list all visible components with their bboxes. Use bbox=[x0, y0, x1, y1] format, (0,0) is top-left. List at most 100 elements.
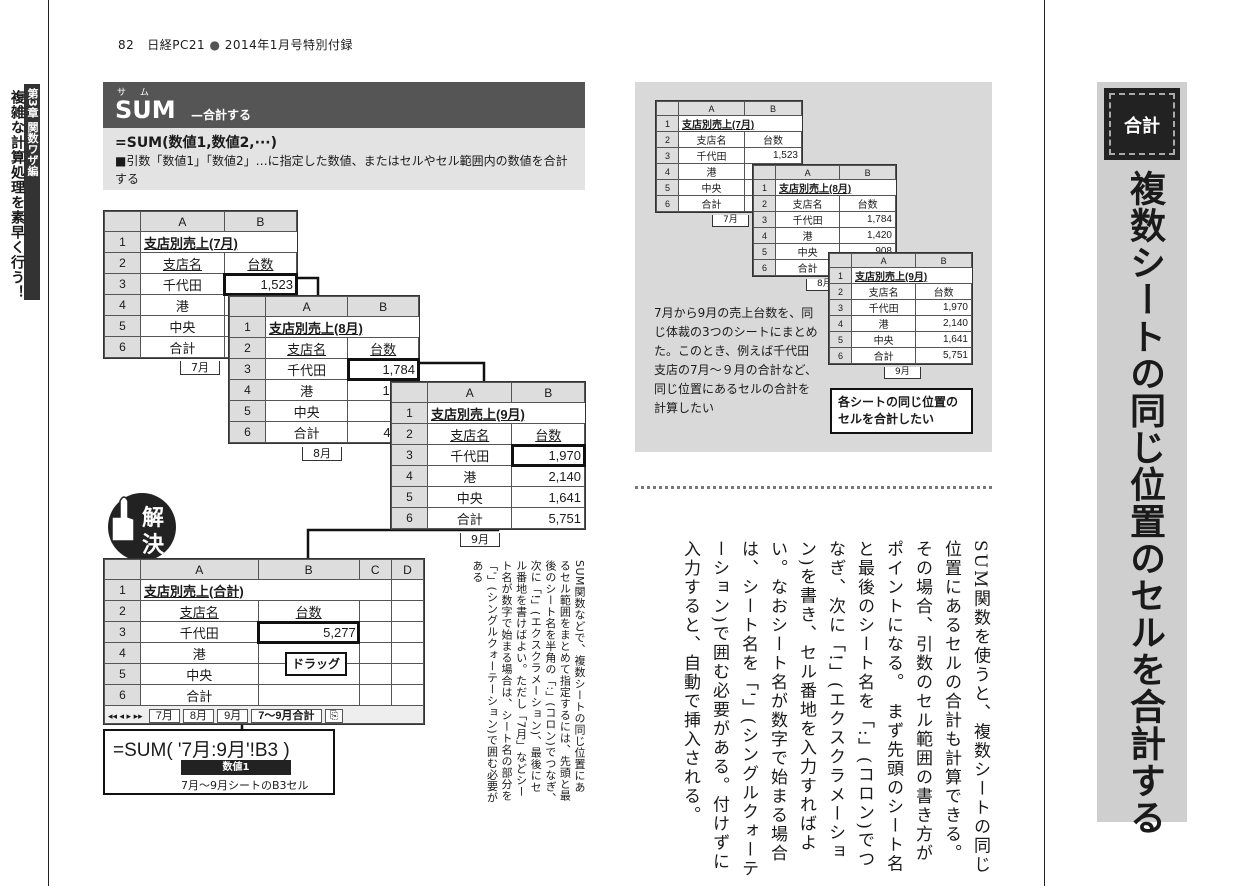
col-header-b: B bbox=[223, 211, 298, 232]
header-branch: 支店名 bbox=[774, 195, 841, 212]
row-header: 3 bbox=[104, 273, 141, 295]
row-header: 5 bbox=[656, 179, 679, 196]
empty-cell bbox=[390, 579, 425, 601]
formula-box: =SUM( '7月:9月'!B3 ) 数値1 7月〜9月シートのB3セル bbox=[103, 729, 335, 795]
value-cell: 5,751 bbox=[915, 347, 972, 364]
value-cell: 1,970 bbox=[915, 299, 972, 316]
drag-label: ドラッグ bbox=[285, 652, 347, 676]
branch-cell: 港 bbox=[426, 465, 513, 487]
row-header: 6 bbox=[104, 684, 141, 706]
function-subtitle: —合計する bbox=[191, 108, 252, 122]
branch-cell: 中央 bbox=[850, 331, 917, 348]
function-description: ■引数「数値1」「数値2」…に指定した数値、またはセルやセル範囲内の数値を合計す… bbox=[115, 154, 568, 186]
empty-cell bbox=[390, 642, 425, 664]
corner-cell bbox=[229, 296, 266, 317]
new-sheet-icon[interactable]: ⎘ bbox=[324, 708, 344, 723]
tab-august[interactable]: 8月 bbox=[182, 708, 215, 723]
header-branch: 支店名 bbox=[678, 131, 745, 148]
row-header: 2 bbox=[229, 337, 266, 359]
corner-cell bbox=[829, 253, 852, 268]
magazine-name: 日経PC21 bbox=[147, 38, 206, 52]
col-header-c: C bbox=[358, 559, 392, 580]
tab-july[interactable]: 7月 bbox=[148, 708, 180, 723]
page-edge-line bbox=[1044, 0, 1045, 886]
sheet-title: 支店別売上(9月) bbox=[427, 402, 585, 424]
header-branch: 支店名 bbox=[850, 283, 917, 300]
tab-total[interactable]: 7〜9月合計 bbox=[251, 708, 322, 723]
row-header: 6 bbox=[229, 421, 266, 443]
row-header: 3 bbox=[391, 444, 428, 466]
branch-cell: 合計 bbox=[678, 195, 745, 212]
sum-value-cell[interactable]: 5,277 bbox=[257, 620, 361, 644]
function-ruby: サム bbox=[117, 88, 163, 98]
header-count: 台数 bbox=[511, 423, 585, 445]
value-cell: 1,523 bbox=[223, 272, 298, 296]
col-header-a: A bbox=[774, 165, 841, 180]
sheet-tab-september: 9月 bbox=[460, 533, 500, 547]
tab-september[interactable]: 9月 bbox=[217, 708, 249, 723]
col-header-d: D bbox=[390, 559, 425, 580]
col-header-b: B bbox=[347, 296, 419, 317]
branch-cell: 中央 bbox=[678, 179, 745, 196]
row-header: 2 bbox=[753, 195, 776, 212]
row-header: 4 bbox=[391, 465, 428, 487]
row-header: 4 bbox=[104, 294, 141, 316]
header-count: 台数 bbox=[223, 252, 298, 274]
value-cell: 2,140 bbox=[511, 465, 585, 487]
header-branch: 支店名 bbox=[140, 252, 225, 274]
branch-cell: 千代田 bbox=[426, 444, 513, 466]
row-header: 2 bbox=[829, 283, 852, 300]
header-bullet: ● bbox=[209, 38, 221, 52]
branch-cell: 港 bbox=[264, 379, 349, 401]
category-badge: 合計 bbox=[1104, 88, 1180, 160]
row-header: 5 bbox=[391, 486, 428, 508]
empty-cell bbox=[358, 579, 392, 601]
row-header: 4 bbox=[829, 315, 852, 332]
sheet-title: 支店別売上(8月) bbox=[265, 316, 419, 338]
row-header: 2 bbox=[656, 131, 679, 148]
branch-cell: 千代田 bbox=[850, 299, 917, 316]
value-cell: 1,641 bbox=[511, 486, 585, 508]
dotted-divider bbox=[635, 486, 992, 489]
branch-cell: 港 bbox=[850, 315, 917, 332]
col-header-b: B bbox=[743, 101, 803, 116]
row-header: 5 bbox=[104, 663, 141, 685]
branch-cell: 港 bbox=[678, 163, 745, 180]
branch-cell: 合計 bbox=[426, 507, 513, 529]
row-header: 3 bbox=[229, 358, 266, 380]
row-header: 2 bbox=[391, 423, 428, 445]
sheet-tab-august: 8月 bbox=[302, 447, 342, 461]
value-cell: 1,641 bbox=[915, 331, 972, 348]
header-branch: 支店名 bbox=[426, 423, 513, 445]
function-title-bar: サム SUM —合計する bbox=[103, 82, 585, 128]
branch-cell: 合計 bbox=[140, 336, 225, 358]
tab-nav-icon[interactable]: ◂◂ ◂ ▸ ▸▸ bbox=[108, 710, 143, 721]
solve-label-1: 解 bbox=[142, 506, 165, 531]
thumbs-up-icon bbox=[111, 496, 135, 542]
row-header: 1 bbox=[656, 115, 679, 132]
row-header: 3 bbox=[829, 299, 852, 316]
formula-arg-badge: 数値1 bbox=[181, 760, 291, 775]
value-cell: 2,140 bbox=[915, 315, 972, 332]
row-header: 1 bbox=[104, 579, 141, 601]
empty-cell bbox=[390, 600, 425, 622]
branch-cell: 合計 bbox=[850, 347, 917, 364]
sheet-title: 支店別売上(8月) bbox=[775, 179, 896, 196]
col-header-a: A bbox=[850, 253, 917, 268]
value-cell[interactable] bbox=[257, 684, 360, 706]
chapter-title: 複雑な計算処理を素早く行う！ bbox=[9, 90, 25, 300]
function-syntax-box: =SUM(数値1,数値2,···) ■引数「数値1」「数値2」…に指定した数値、… bbox=[103, 128, 585, 190]
col-header-a: A bbox=[140, 211, 225, 232]
row-header: 2 bbox=[104, 600, 141, 622]
sheet-title: 支店別売上(合計) bbox=[140, 579, 360, 601]
empty-cell bbox=[390, 621, 425, 643]
spine-line bbox=[48, 0, 49, 886]
sidebar bbox=[1097, 82, 1187, 822]
chapter-index: 第3章 関数ワザ編 複雑な計算処理を素早く行う！ bbox=[4, 84, 40, 300]
value-cell: 1,420 bbox=[839, 227, 896, 244]
row-header: 4 bbox=[753, 227, 776, 244]
sheet-tab-bar: ◂◂ ◂ ▸ ▸▸ 7月 8月 9月 7〜9月合計 ⎘ bbox=[104, 705, 424, 724]
